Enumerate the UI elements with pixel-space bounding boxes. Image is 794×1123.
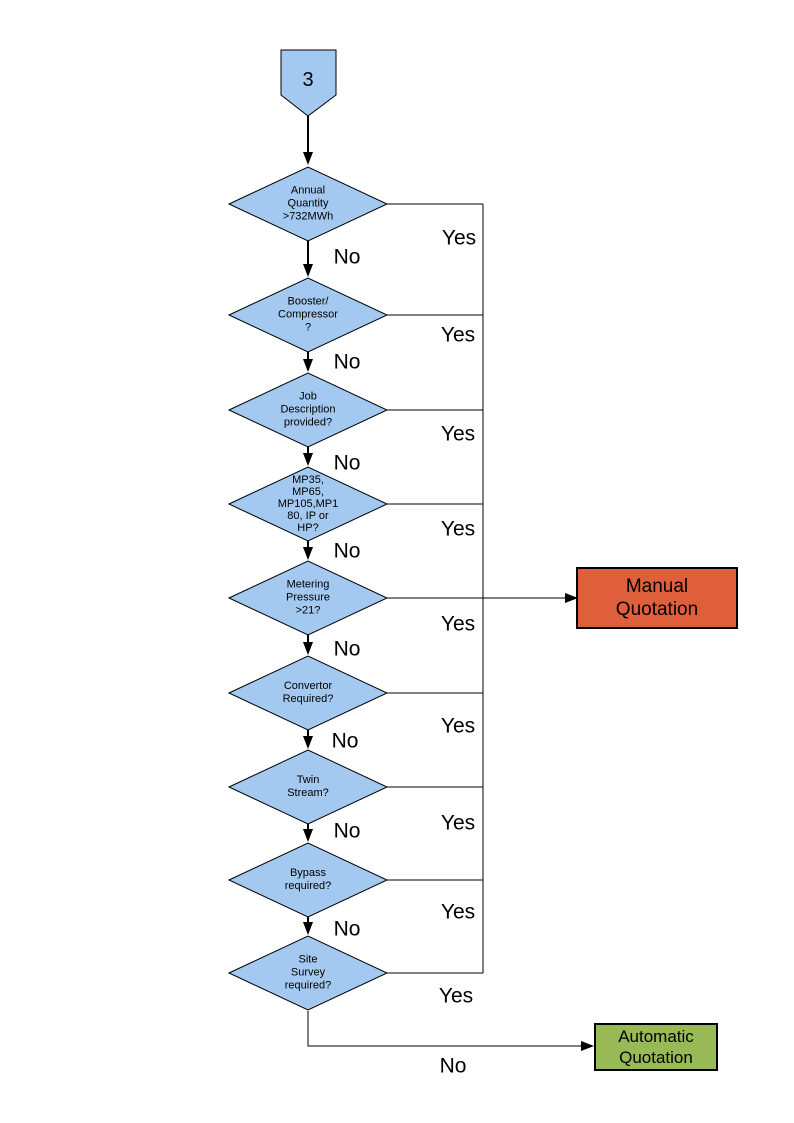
decision-label-meter-type: MP35, MP65, MP105,MP1 80, IP or HP?	[277, 474, 339, 534]
yes-label-3: Yes	[440, 422, 476, 446]
decision-label-bypass: Bypass required?	[284, 867, 332, 892]
yes-label-2: Yes	[440, 323, 476, 347]
decision-label-convertor: Convertor Required?	[282, 680, 334, 705]
no-label-1: No	[333, 245, 361, 269]
no-label-4: No	[333, 539, 361, 563]
manual-quotation-label: Manual Quotation	[615, 576, 699, 620]
decision-label-annual-quantity: Annual Quantity >732MWh	[282, 184, 334, 223]
yes-label-6: Yes	[440, 714, 476, 738]
yes-label-8: Yes	[440, 900, 476, 924]
yes-label-9: Yes	[438, 984, 474, 1008]
offpage-connector-label: 3	[302, 69, 314, 92]
decision-booster-compressor	[227, 277, 389, 353]
no-label-6: No	[331, 729, 359, 753]
decision-label-metering-pressure: Metering Pressure >21?	[285, 578, 331, 617]
no-label-3: No	[333, 451, 361, 475]
yes-label-7: Yes	[440, 811, 476, 835]
yes-label-4: Yes	[440, 517, 476, 541]
no-label-2: No	[333, 350, 361, 374]
yes-label-1: Yes	[441, 226, 477, 250]
decision-label-twin-stream: Twin Stream?	[287, 774, 329, 799]
decision-meter-type	[227, 466, 389, 542]
automatic-quotation-box	[594, 1023, 718, 1071]
manual-quotation-box	[576, 567, 738, 629]
decision-label-site-survey: Site Survey required?	[284, 953, 332, 992]
automatic-quotation-arrow	[307, 1011, 594, 1051]
decision-convertor	[227, 655, 389, 731]
decision-annual-quantity	[227, 166, 389, 242]
offpage-connector-shape	[280, 49, 337, 117]
decision-twin-stream	[227, 749, 389, 825]
decision-label-job-description: Job Description provided?	[280, 390, 336, 429]
decision-job-description	[227, 372, 389, 448]
no-label-7: No	[333, 819, 361, 843]
decision-bypass	[227, 842, 389, 918]
no-label-8: No	[333, 917, 361, 941]
yes-label-5: Yes	[440, 612, 476, 636]
decision-label-booster-compressor: Booster/ Compressor ?	[278, 295, 338, 334]
decision-metering-pressure	[227, 560, 389, 636]
no-label-9: No	[439, 1054, 467, 1078]
no-label-5: No	[333, 637, 361, 661]
automatic-quotation-label: Automatic Quotation	[618, 1027, 694, 1067]
decision-site-survey	[227, 935, 389, 1011]
